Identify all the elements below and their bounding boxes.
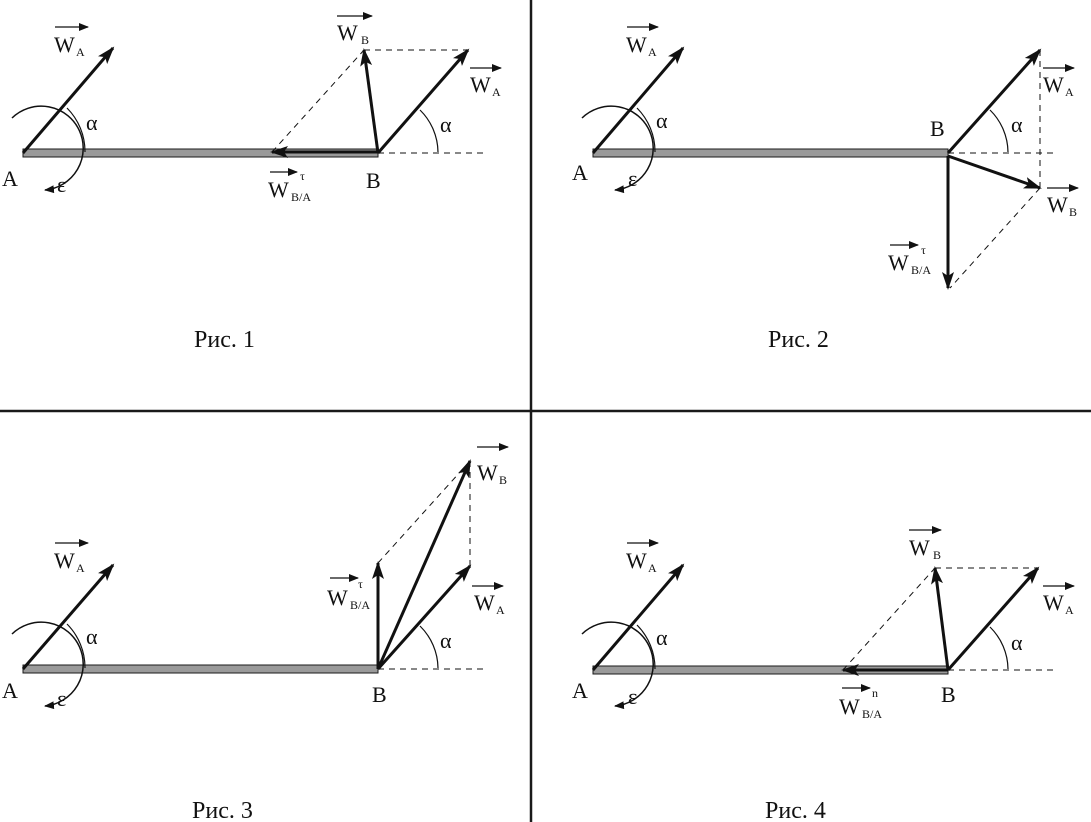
caption-fig-3: Рис. 3 bbox=[192, 798, 253, 822]
wa-letter: W bbox=[54, 548, 75, 573]
epsilon-label: ε bbox=[57, 172, 66, 197]
point-b-label: B bbox=[930, 116, 945, 141]
wba-superscript: τ bbox=[921, 243, 926, 257]
alpha-arc bbox=[66, 623, 86, 669]
point-b-label: B bbox=[372, 682, 387, 707]
wa-subscript: A bbox=[496, 603, 505, 617]
alpha-label: α bbox=[1011, 112, 1023, 137]
wa-letter: W bbox=[1043, 590, 1064, 615]
alpha-label: α bbox=[656, 108, 668, 133]
vector-wb bbox=[947, 154, 1042, 190]
vector-wa bbox=[21, 563, 115, 670]
fig-3: A ε α α B W A W B W A W B/A τ Рис. 3 bbox=[2, 443, 509, 822]
epsilon-label: ε bbox=[628, 166, 637, 191]
wba-letter: W bbox=[268, 177, 289, 202]
wba-superscript: n bbox=[872, 686, 878, 700]
wa-letter: W bbox=[626, 548, 647, 573]
wb-subscript: B bbox=[1069, 205, 1077, 219]
vector-wa bbox=[946, 48, 1042, 154]
dashed-construction bbox=[271, 49, 365, 153]
epsilon-arc bbox=[11, 105, 84, 194]
caption-fig-1: Рис. 1 bbox=[194, 327, 255, 353]
wb-letter: W bbox=[909, 535, 930, 560]
wba-letter: W bbox=[327, 585, 348, 610]
point-b-label: B bbox=[366, 168, 381, 193]
epsilon-arc bbox=[11, 621, 84, 710]
wba-superscript: τ bbox=[300, 169, 305, 183]
fig-4: A ε α α B W A W B W A W B/A n Рис. 4 bbox=[572, 526, 1075, 822]
wba-subscript: B/A bbox=[291, 190, 311, 204]
vector-wb bbox=[376, 459, 472, 670]
wa-subscript: A bbox=[1065, 603, 1074, 617]
alpha-arc bbox=[636, 624, 656, 670]
vector-wb bbox=[360, 48, 380, 154]
rod bbox=[22, 664, 379, 674]
dashed-construction bbox=[842, 567, 936, 671]
wa-letter: W bbox=[626, 32, 647, 57]
wa-letter: W bbox=[1043, 72, 1064, 97]
vector-wa bbox=[591, 46, 685, 154]
wa-letter: W bbox=[474, 590, 495, 615]
wa-subscript: A bbox=[1065, 85, 1074, 99]
alpha-arc bbox=[419, 109, 439, 153]
alpha-label: α bbox=[440, 628, 452, 653]
wa-letter: W bbox=[54, 32, 75, 57]
wa-subscript: A bbox=[492, 85, 501, 99]
vector-wa bbox=[21, 46, 115, 154]
point-b-label: B bbox=[941, 682, 956, 707]
caption-fig-4: Рис. 4 bbox=[765, 798, 826, 822]
wb-letter: W bbox=[337, 20, 358, 45]
vector-wa bbox=[376, 564, 472, 670]
vector-wa bbox=[946, 566, 1040, 671]
fig-1: A ε α α B W A W B W A W B/A τ Рис. 1 bbox=[2, 12, 502, 353]
wa-subscript: A bbox=[648, 561, 657, 575]
point-a-label: A bbox=[2, 678, 18, 703]
epsilon-label: ε bbox=[628, 684, 637, 709]
wb-subscript: B bbox=[933, 548, 941, 562]
wb-letter: W bbox=[477, 460, 498, 485]
vector-wa bbox=[376, 48, 470, 154]
fig-2: A ε α α B W A W A W B W B/A τ Рис. 2 bbox=[572, 23, 1079, 353]
epsilon-arc bbox=[581, 621, 654, 710]
alpha-arc bbox=[419, 625, 439, 669]
dashed-construction bbox=[949, 187, 1041, 289]
wa-letter: W bbox=[470, 72, 491, 97]
wb-letter: W bbox=[1047, 192, 1068, 217]
point-a-label: A bbox=[572, 678, 588, 703]
wba-superscript: τ bbox=[358, 577, 363, 591]
wa-subscript: A bbox=[648, 45, 657, 59]
epsilon-arc bbox=[581, 105, 654, 194]
point-a-label: A bbox=[572, 160, 588, 185]
wba-letter: W bbox=[888, 250, 909, 275]
rod bbox=[592, 148, 949, 158]
alpha-label: α bbox=[1011, 630, 1023, 655]
alpha-arc bbox=[989, 626, 1009, 670]
alpha-label: α bbox=[86, 624, 98, 649]
vector-wb bbox=[931, 566, 950, 671]
alpha-label: α bbox=[440, 112, 452, 137]
alpha-arc bbox=[989, 109, 1009, 153]
wba-subscript: B/A bbox=[911, 263, 931, 277]
dashed-construction bbox=[377, 460, 471, 564]
wb-subscript: B bbox=[499, 473, 507, 487]
wba-subscript: B/A bbox=[350, 598, 370, 612]
wb-subscript: B bbox=[361, 33, 369, 47]
alpha-arc bbox=[66, 107, 86, 153]
point-a-label: A bbox=[2, 166, 18, 191]
caption-fig-2: Рис. 2 bbox=[768, 327, 829, 353]
epsilon-label: ε bbox=[57, 686, 66, 711]
wa-subscript: A bbox=[76, 561, 85, 575]
wba-letter: W bbox=[839, 694, 860, 719]
wa-subscript: A bbox=[76, 45, 85, 59]
alpha-label: α bbox=[656, 625, 668, 650]
wba-subscript: B/A bbox=[862, 707, 882, 721]
alpha-arc bbox=[636, 107, 656, 153]
vector-wa bbox=[591, 563, 685, 671]
alpha-label: α bbox=[86, 110, 98, 135]
